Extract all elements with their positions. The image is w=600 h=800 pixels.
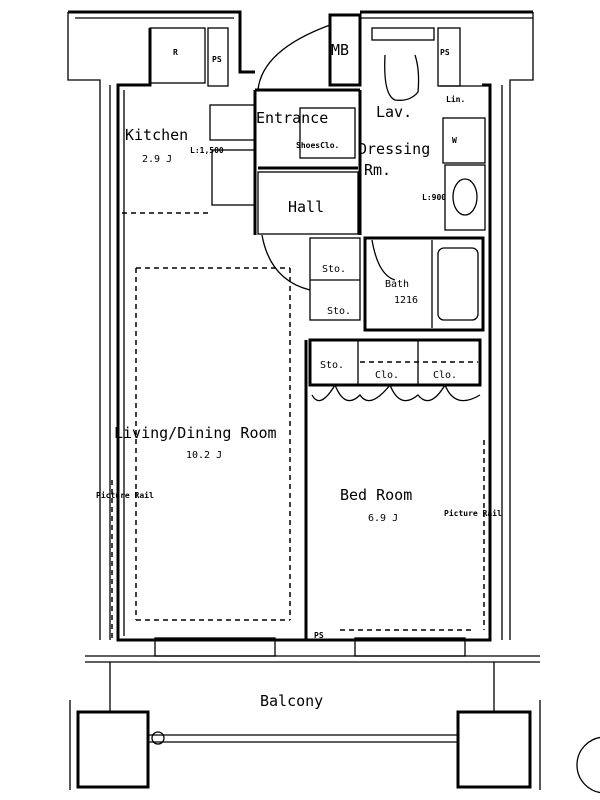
- lav-counter: L:900: [422, 193, 446, 202]
- exterior-walls: [67, 10, 534, 640]
- bedroom-area: 6.9 J: [368, 513, 398, 524]
- linen-label: Lin.: [446, 94, 465, 104]
- lav-label: Lav.: [376, 103, 412, 121]
- kitchen-label: Kitchen: [125, 126, 188, 144]
- closet-label: Clo.: [433, 370, 457, 381]
- ps-label: PS: [440, 48, 450, 57]
- ps-label: PS: [212, 55, 222, 64]
- balcony-label: Balcony: [260, 692, 323, 710]
- closet-storage-label: Sto.: [320, 360, 344, 371]
- mb-label: MB: [331, 41, 349, 59]
- fridge-label: R: [173, 48, 178, 57]
- bedroom-label: Bed Room: [340, 486, 412, 504]
- balcony-area: [69, 655, 600, 794]
- shoes-closet-label: ShoesClo.: [296, 141, 339, 150]
- interior-walls: [111, 13, 492, 657]
- living-room-area: 10.2 J: [186, 450, 222, 461]
- picture-rail-label: Picture Rail: [96, 490, 154, 500]
- ps-label: PS: [314, 631, 324, 640]
- hall-label: Hall: [288, 198, 324, 216]
- compass-icon: [576, 736, 600, 794]
- entrance-label: Entrance: [256, 109, 328, 127]
- picture-rail-label: Picture Rail: [444, 508, 502, 518]
- storage-label: Sto.: [322, 264, 346, 275]
- bath-label: Bath: [385, 279, 409, 290]
- bath-size: 1216: [394, 295, 418, 306]
- dressing-label: Dressing: [358, 140, 430, 158]
- dressing-label-2: Rm.: [364, 161, 391, 179]
- storage-label: Sto.: [327, 306, 351, 317]
- kitchen-counter: L:1,500: [190, 146, 224, 155]
- washer-label: W: [452, 136, 457, 145]
- closet-label: Clo.: [375, 370, 399, 381]
- kitchen-area: 2.9 J: [142, 154, 172, 165]
- living-room-label: Living/Dining Room: [114, 424, 277, 442]
